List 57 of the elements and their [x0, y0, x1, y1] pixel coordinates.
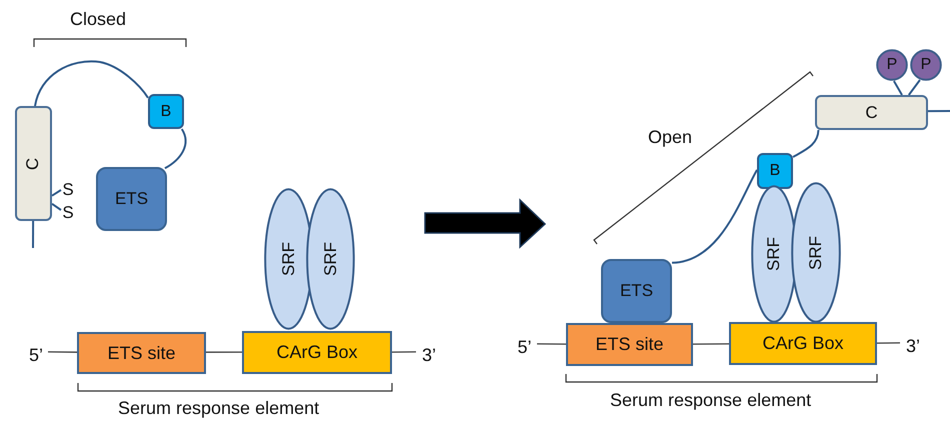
domain-label: C: [865, 102, 878, 122]
protein-label: SRF: [320, 242, 340, 276]
linker-line: [893, 80, 903, 96]
domain-label: C: [24, 157, 44, 170]
phosphate-circle: [876, 49, 908, 81]
residue-label: S: [61, 180, 75, 200]
domain-label: ETS: [620, 281, 654, 301]
protein-ellipse: [306, 188, 355, 330]
dna-site-box: [77, 332, 206, 374]
site-label: CArG Box: [762, 333, 844, 354]
dna-strand-line: [392, 351, 416, 353]
domain-box: [96, 167, 167, 231]
linker-line: [51, 189, 62, 197]
region-label: Serum response element: [610, 390, 812, 411]
protein-label: SRF: [764, 237, 784, 271]
site-label: ETS site: [107, 342, 176, 364]
domain-label: B: [160, 102, 172, 120]
protein-ellipse: [791, 182, 841, 323]
phosphate-circle: [910, 49, 942, 81]
phosphate-label: P: [886, 56, 898, 74]
linker-line: [34, 60, 149, 106]
residue-label: S: [61, 203, 75, 223]
domain-label: B: [770, 162, 780, 180]
site-label: ETS site: [595, 334, 664, 355]
dna-strand-line: [693, 343, 729, 345]
domain-box: [601, 259, 672, 323]
linker-line: [32, 221, 34, 248]
strand-end-label: 5’: [512, 334, 537, 360]
dna-strand-line: [206, 351, 242, 353]
domain-box: [757, 153, 793, 189]
bracket-label: Open: [648, 127, 692, 148]
domain-box: [815, 95, 928, 130]
strand-end-label: 3’: [900, 333, 926, 359]
linker-line: [51, 202, 62, 211]
linker-line: [908, 79, 921, 96]
linker-line: [792, 130, 820, 158]
protein-ellipse: [751, 185, 797, 323]
dna-strand-line: [537, 343, 566, 345]
region-label: Serum response element: [118, 398, 320, 419]
strand-end-label: 3’: [416, 342, 442, 368]
dna-site-box: [242, 331, 392, 374]
linker-line: [928, 110, 950, 112]
dna-site-box: [566, 323, 693, 366]
linker-line: [164, 128, 187, 170]
domain-label: ETS: [114, 189, 148, 209]
bracket-label: Closed: [70, 9, 126, 30]
domain-box: [148, 94, 184, 129]
dna-strand-line: [877, 342, 900, 344]
protein-label: SRF: [278, 242, 298, 276]
protein-label: SRF: [806, 236, 826, 270]
linker-line: [672, 169, 758, 264]
dna-strand-line: [48, 351, 77, 353]
site-label: CArG Box: [276, 342, 358, 363]
phosphate-label: P: [920, 56, 932, 74]
domain-box: [15, 106, 52, 221]
strand-end-label: 5’: [24, 342, 48, 368]
dna-site-box: [729, 322, 877, 365]
